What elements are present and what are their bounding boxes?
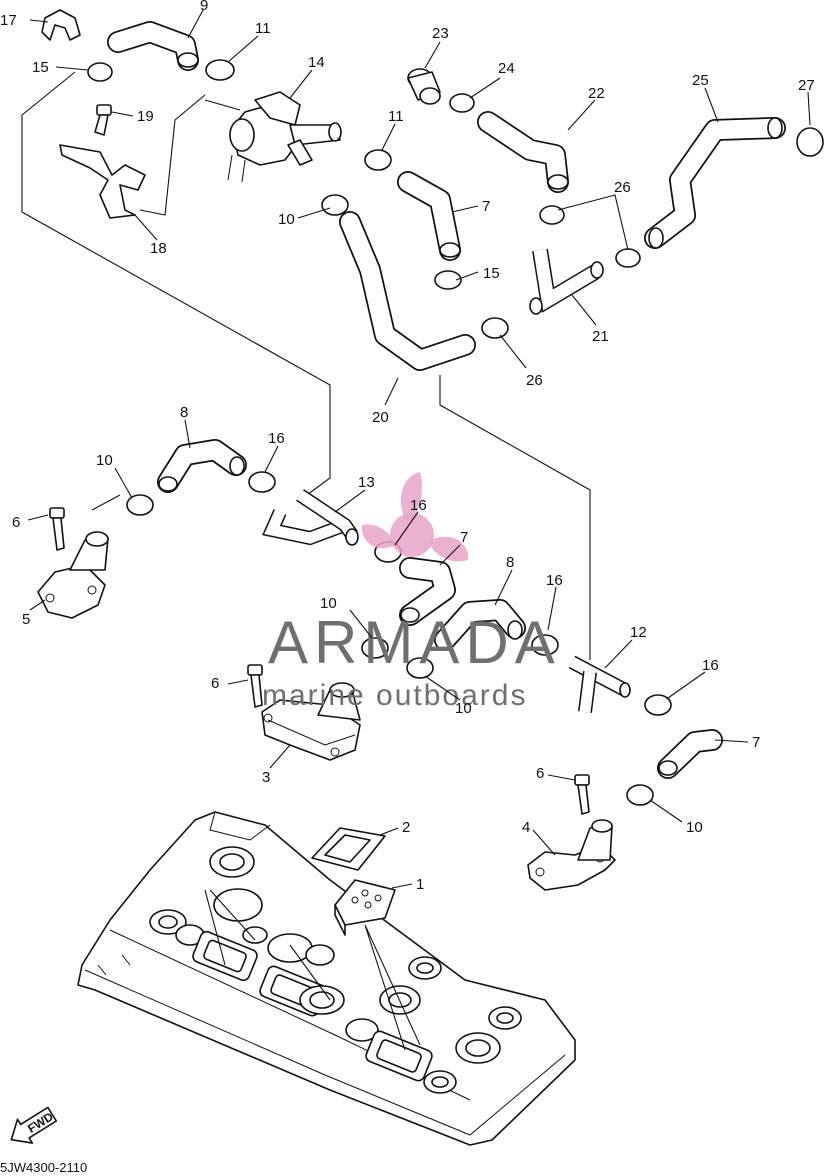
callout-16-far-right: 16 bbox=[702, 657, 719, 674]
callout-10-mid: 10 bbox=[320, 595, 337, 612]
cap-part-23 bbox=[407, 68, 441, 105]
reed-valve-gasket-part-2 bbox=[311, 827, 386, 871]
callout-17: 17 bbox=[0, 12, 17, 29]
callout-16-center: 16 bbox=[410, 497, 427, 514]
callout-23: 23 bbox=[432, 25, 449, 42]
callout-15-top: 15 bbox=[32, 59, 49, 76]
callout-24: 24 bbox=[498, 60, 515, 77]
callout-6-right: 6 bbox=[536, 765, 544, 782]
callout-12: 12 bbox=[630, 624, 647, 641]
watermark-brand: ARMADA bbox=[268, 609, 561, 676]
callout-25: 25 bbox=[692, 72, 709, 89]
armada-watermark: ARMADA marine outboards bbox=[262, 472, 561, 712]
bracket-part-17 bbox=[41, 9, 81, 41]
callout-10-top: 10 bbox=[278, 211, 295, 228]
callout-22: 22 bbox=[588, 85, 605, 102]
callout-10-right: 10 bbox=[686, 819, 703, 836]
hoses bbox=[107, 21, 786, 779]
bolt-part-6-left bbox=[49, 507, 65, 551]
callout-9: 9 bbox=[200, 0, 208, 14]
callout-19: 19 bbox=[137, 108, 154, 125]
callout-1: 1 bbox=[416, 876, 424, 893]
reed-valve-cover-part-4 bbox=[527, 819, 616, 891]
callout-labels: 17 15 9 11 14 19 11 18 10 7 15 23 24 22 … bbox=[0, 0, 815, 893]
callout-6-mid: 6 bbox=[211, 675, 219, 692]
callout-27: 27 bbox=[798, 77, 815, 94]
callout-3: 3 bbox=[262, 769, 270, 786]
bolt-part-19 bbox=[94, 104, 112, 136]
callout-15-mid: 15 bbox=[483, 265, 500, 282]
air-cut-valve-part-14 bbox=[227, 91, 342, 183]
callout-7-mid: 7 bbox=[460, 529, 468, 546]
armada-propeller-logo bbox=[361, 472, 469, 562]
callout-7-right: 7 bbox=[752, 734, 760, 751]
callout-20: 20 bbox=[372, 409, 389, 426]
callout-6-left: 6 bbox=[12, 514, 20, 531]
forward-direction-arrow: FWD bbox=[10, 1106, 58, 1144]
callout-4: 4 bbox=[522, 819, 530, 836]
assembly-guide-lines bbox=[21, 71, 591, 660]
diagram-code: 5JW4300-2110 bbox=[0, 1160, 87, 1175]
callout-14: 14 bbox=[308, 54, 325, 71]
callout-7-top: 7 bbox=[482, 198, 490, 215]
callout-11-top: 11 bbox=[255, 20, 271, 37]
callout-2: 2 bbox=[402, 819, 410, 836]
callout-16-left: 16 bbox=[268, 430, 285, 447]
callout-13: 13 bbox=[358, 474, 375, 491]
watermark-tagline: marine outboards bbox=[262, 679, 527, 712]
callout-21: 21 bbox=[592, 328, 609, 345]
callout-8-left: 8 bbox=[180, 404, 188, 421]
bracket-part-18 bbox=[59, 144, 146, 219]
callout-16-right: 16 bbox=[546, 572, 563, 589]
reed-valve-part-1 bbox=[334, 879, 396, 936]
leader-lines bbox=[27, 9, 811, 889]
callout-18: 18 bbox=[150, 240, 167, 257]
callout-10-left: 10 bbox=[96, 452, 113, 469]
callout-8-mid: 8 bbox=[506, 554, 514, 571]
callout-10-center: 10 bbox=[455, 700, 472, 717]
reed-valve-cover-part-5 bbox=[37, 531, 109, 619]
callout-11-mid: 11 bbox=[388, 108, 404, 125]
reed-valve-cover-part-3 bbox=[261, 682, 361, 761]
callout-5: 5 bbox=[22, 611, 30, 628]
bolt-part-6-right bbox=[574, 774, 590, 815]
clamps bbox=[87, 59, 824, 806]
callout-26-mid: 26 bbox=[526, 372, 543, 389]
cylinder-head-cover bbox=[77, 811, 576, 1146]
hose-ends bbox=[158, 52, 783, 776]
callout-26-top: 26 bbox=[614, 179, 631, 196]
bolt-part-6-middle bbox=[247, 664, 263, 708]
